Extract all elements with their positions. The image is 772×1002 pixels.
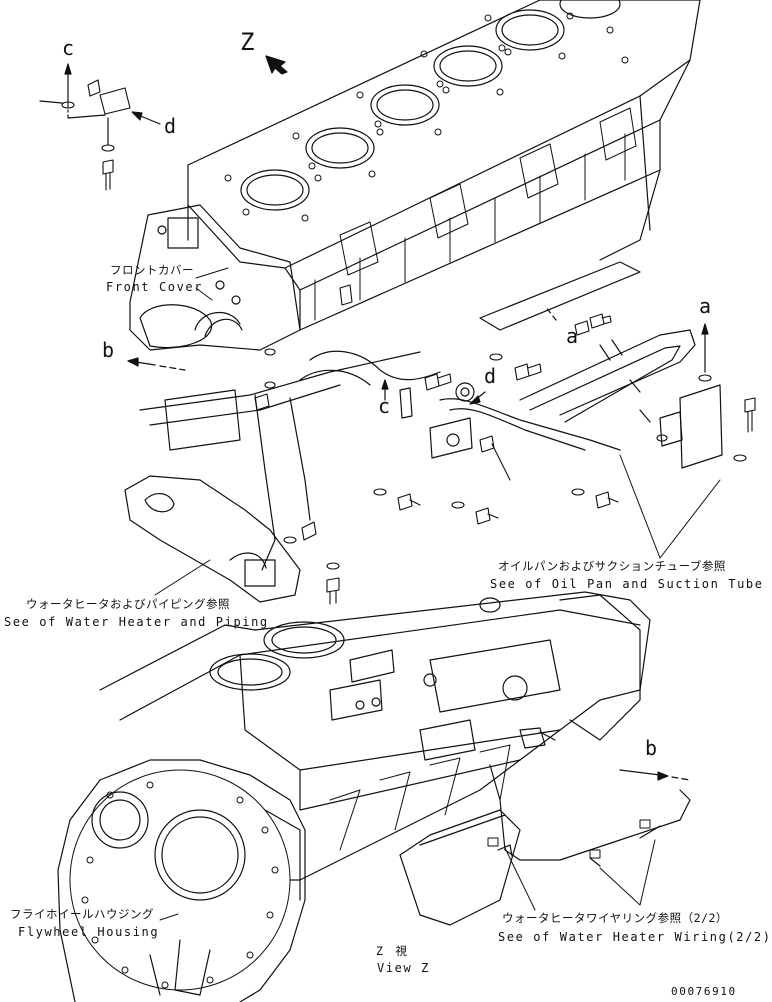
callout-heater-wiring-jp: ウォータヒータワイヤリング参照（2/2） — [502, 911, 728, 925]
view-caption-en: View Z — [377, 961, 430, 975]
callout-flywheel-en: Flywheel Housing — [18, 925, 160, 939]
ref-label-c-mid: c — [378, 394, 391, 418]
view-letter-z: Z — [240, 28, 255, 56]
block-ribs — [315, 108, 636, 320]
cylinder-bores — [241, 0, 620, 210]
harness-and-piping — [125, 330, 722, 602]
callout-heater-wiring-en: See of Water Heater Wiring(2/2) — [498, 930, 772, 944]
callout-water-heater-jp: ウォータヒータおよびパイピング参照 — [26, 597, 230, 611]
callout-front-cover-jp: フロントカバー — [110, 263, 194, 277]
reference-arrows — [40, 56, 708, 780]
ref-label-c-top: c — [62, 36, 75, 60]
callout-flywheel-jp: フライホイールハウジング — [10, 907, 154, 921]
head-bolt-holes — [225, 13, 628, 221]
callout-oil-pan-en: See of Oil Pan and Suction Tube — [490, 577, 764, 591]
ref-label-d-mid: d — [484, 364, 497, 388]
view-caption-jp: Z 視 — [376, 944, 408, 958]
ref-label-a-mid: a — [566, 324, 579, 348]
ref-label-a-right: a — [699, 294, 712, 318]
lower-engine-block — [58, 592, 690, 1002]
wiring-clips — [488, 820, 650, 858]
ref-label-d-top: d — [164, 114, 177, 138]
drawing-number: 00076910 — [671, 985, 737, 998]
fasteners — [62, 80, 755, 604]
ref-label-b-left: b — [102, 338, 115, 362]
leader-lines — [155, 268, 720, 920]
flywheel-housing-part — [58, 760, 305, 1002]
ref-label-b-lower: b — [645, 736, 658, 760]
callout-oil-pan-jp: オイルパンおよびサクションチューブ参照 — [498, 559, 726, 573]
callout-front-cover-en: Front Cover — [106, 280, 204, 294]
front-cover-part — [130, 205, 300, 350]
upper-engine-block — [130, 0, 700, 350]
callout-water-heater-en: See of Water Heater and Piping — [4, 615, 269, 629]
